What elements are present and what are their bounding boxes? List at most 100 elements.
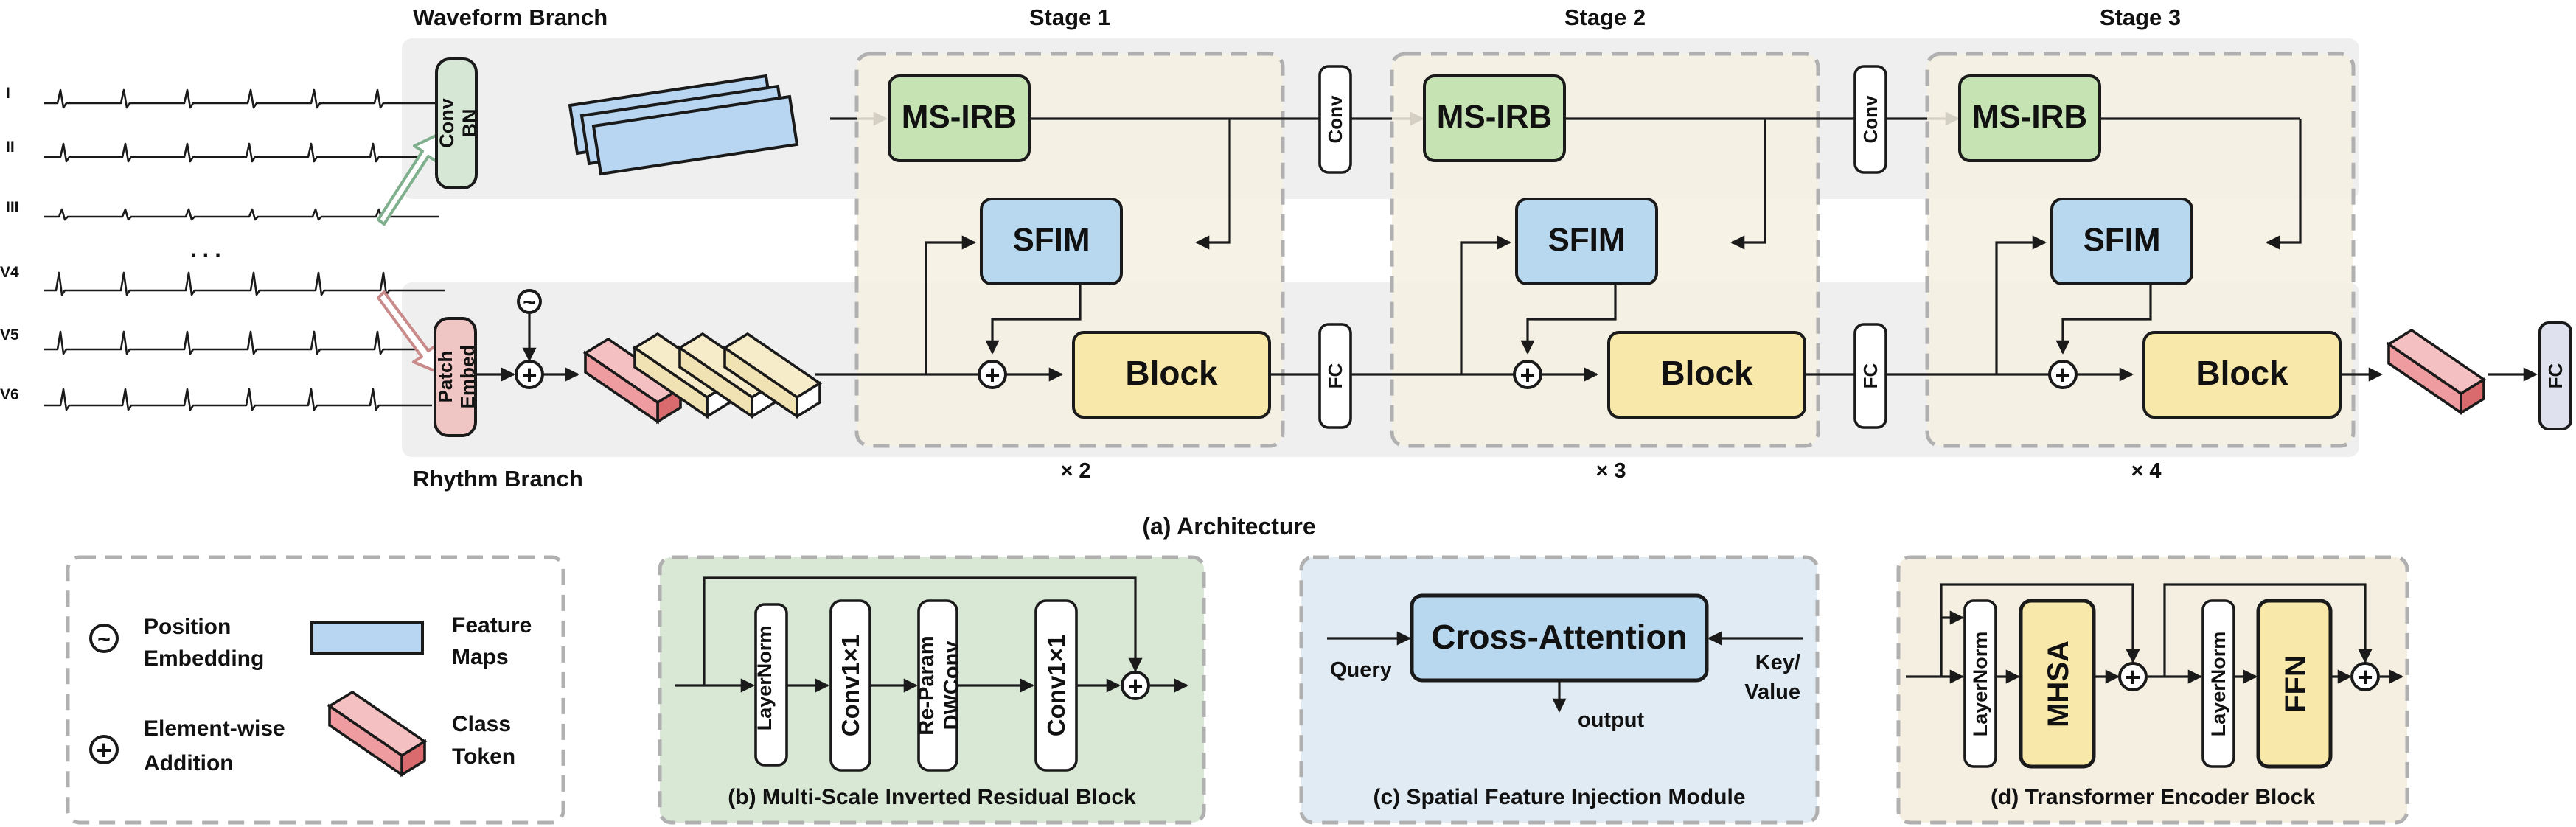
stage-1-title: Stage 1 xyxy=(1029,4,1110,30)
stage-1-sfim-block xyxy=(980,198,1123,285)
ffn-block xyxy=(2256,599,2333,769)
ecg-lead-v6: V6 xyxy=(0,386,432,411)
msirb-detail-panel: LayerNorm Conv1×1 Re-ParamDWConv Conv1×1… xyxy=(658,555,1206,825)
stage-3-msirb-label: MS-IRB xyxy=(1972,99,2087,135)
leads-to-rhythm-arrow xyxy=(377,290,439,374)
stage-3-block-label: Block xyxy=(2196,354,2288,392)
sfim-output-label: output xyxy=(1578,708,1645,732)
transformer-layernorm2-label: LayerNorm xyxy=(2207,632,2229,737)
conv-1-2-label: Conv xyxy=(1324,95,1346,144)
svg-text:+: + xyxy=(96,735,111,765)
conv-bn-block xyxy=(435,57,478,189)
msirb-conv2-label: Conv1×1 xyxy=(1042,635,1070,736)
msirb-conv2-block xyxy=(1034,599,1078,772)
output-class-token xyxy=(2386,328,2487,416)
mhsa-label: MHSA xyxy=(2042,641,2075,727)
transformer-layernorm2-block xyxy=(2201,599,2235,768)
rhythm-tokens xyxy=(582,332,823,425)
class-token-cube xyxy=(582,337,683,425)
stage-1-sfim-label: SFIM xyxy=(1012,222,1090,258)
conv-2-3-label: Conv xyxy=(1859,95,1881,144)
stage-3-sfim-block xyxy=(2050,198,2193,285)
stage-1: Stage 1 × 2 + MS-IRB SFIM Block xyxy=(815,4,1285,483)
stage-2-title: Stage 2 xyxy=(1564,4,1646,30)
waveform-branch-label: Waveform Branch xyxy=(413,4,608,30)
fc-2-3-block xyxy=(1853,323,1887,429)
msirb-conv1-block xyxy=(829,599,871,772)
transformer-add1-icon xyxy=(2118,662,2148,691)
transformer-layernorm1-block xyxy=(1963,599,1997,768)
transformer-caption: (d) Transformer Encoder Block xyxy=(1991,785,2315,809)
svg-text:~: ~ xyxy=(97,627,111,652)
ecg-leads: I II III . . . V4 V5 V6 xyxy=(0,85,445,411)
fc-2-3-label: FC xyxy=(1859,363,1881,388)
svg-text:+: + xyxy=(984,360,1000,390)
patch-embed-block xyxy=(434,317,477,437)
stage-2: Stage 2 × 3 + MS-IRB SFIM Block xyxy=(1351,4,1820,483)
transformer-detail-panel: LayerNorm MHSA + LayerNorm FFN + (d) Tra… xyxy=(1896,555,2409,825)
msirb-add-icon xyxy=(1121,671,1150,700)
fc-1-2-block xyxy=(1318,323,1352,429)
final-fc-label: FC xyxy=(2544,363,2566,388)
final-fc-block xyxy=(2538,321,2572,430)
stage-2-repeat: × 3 xyxy=(1595,459,1626,483)
stage-3-title: Stage 3 xyxy=(2100,4,2181,30)
stage-2-msirb-block xyxy=(1423,74,1566,162)
svg-text:+: + xyxy=(2055,360,2070,390)
svg-text:V6: V6 xyxy=(0,386,19,403)
transformer-add2-icon xyxy=(2350,662,2380,691)
token-cube-3 xyxy=(722,332,823,419)
sfim-key-value-label: Key/Value xyxy=(1744,651,1800,704)
ecg-lead-v5: V5 xyxy=(0,327,438,355)
svg-text:II: II xyxy=(6,139,15,156)
conv-bn-label: ConvBN xyxy=(436,98,481,148)
msirb-layernorm-label: LayerNorm xyxy=(753,626,776,731)
cross-attention-label: Cross-Attention xyxy=(1431,618,1688,656)
stage-3: Stage 3 × 4 + MS-IRB SFIM Block xyxy=(1886,4,2356,483)
svg-text:+: + xyxy=(1520,360,1535,390)
position-embedding-symbol: ~ xyxy=(523,290,536,315)
stage-2-block-label: Block xyxy=(1660,354,1753,392)
stage-3-repeat: × 4 xyxy=(2131,459,2161,483)
svg-text:III: III xyxy=(6,199,19,216)
sfim-caption: (c) Spatial Feature Injection Module xyxy=(1373,785,1745,809)
stage-3-msirb-block xyxy=(1958,74,2101,162)
stage-2-msirb-label: MS-IRB xyxy=(1437,99,1552,135)
transformer-layernorm1-label: LayerNorm xyxy=(1969,632,1991,737)
ecg-lead-2: II xyxy=(6,139,432,163)
patch-embed-label: PatchEmbed xyxy=(434,345,478,409)
stage-3-add-icon xyxy=(2048,360,2078,389)
mhsa-block xyxy=(2019,599,2096,769)
stage-1-block-label: Block xyxy=(1125,354,1218,392)
legend-feature-map-icon xyxy=(310,621,424,655)
ecg-lead-3: III xyxy=(6,199,439,221)
svg-text:V4: V4 xyxy=(0,264,19,281)
ffn-label: FFN xyxy=(2280,655,2312,713)
stage-1-msirb-label: MS-IRB xyxy=(902,99,1017,135)
legend-add-icon xyxy=(89,735,119,764)
msirb-conv1-label: Conv1×1 xyxy=(837,635,864,736)
msirb-caption: (b) Multi-Scale Inverted Residual Block xyxy=(728,785,1136,809)
rhythm-branch-label: Rhythm Branch xyxy=(413,466,583,492)
msirb-reparam-block xyxy=(917,599,958,772)
svg-text:V5: V5 xyxy=(0,327,19,343)
stage-2-sfim-label: SFIM xyxy=(1548,222,1625,258)
svg-text:+: + xyxy=(2125,662,2140,692)
legend-position-icon xyxy=(89,624,119,653)
waveform-feature-maps xyxy=(568,74,799,176)
msirb-reparam-label: Re-ParamDWConv xyxy=(915,635,964,735)
stage-2-sfim-block xyxy=(1515,198,1658,285)
ecg-lead-v4: V4 xyxy=(0,264,445,296)
stage-1-repeat: × 2 xyxy=(1060,459,1090,483)
stage-1-msirb-block xyxy=(888,74,1031,162)
sfim-detail-panel: Cross-Attention Query Key/Value output (… xyxy=(1299,555,1820,825)
position-embedding-icon xyxy=(517,289,542,314)
stage-3-sfim-label: SFIM xyxy=(2083,222,2160,258)
svg-text:I: I xyxy=(6,85,10,102)
architecture-caption: (a) Architecture xyxy=(1142,513,1315,540)
stage-2-add-icon xyxy=(1513,360,1542,389)
